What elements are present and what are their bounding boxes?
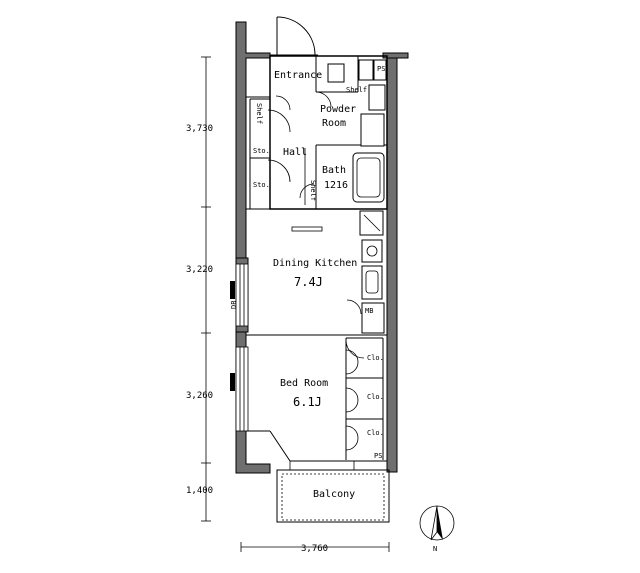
storage-labels: Sto. Sto. Clo. Clo. Clo. Shelf Shelf She… <box>230 65 385 460</box>
room-label-entrance: Entrance <box>274 70 322 81</box>
dimension-height-2: 3,220 <box>186 265 213 275</box>
compass-label: N <box>433 545 437 553</box>
label-ps-1: PS <box>377 65 385 73</box>
left-dimension-line: 3,730 3,220 3,260 1,400 <box>186 56 213 522</box>
label-clo-2: Clo. <box>367 393 384 401</box>
room-label-powder-2: Room <box>322 118 346 129</box>
label-db: DB <box>230 301 238 309</box>
room-area-dining-kitchen: 7.4J <box>294 275 323 289</box>
room-area-bed-room: 6.1J <box>293 395 322 409</box>
dimension-height-3: 3,260 <box>186 391 213 401</box>
label-clo-1: Clo. <box>367 354 384 362</box>
label-shelf-1: Shelf <box>346 86 367 94</box>
dimension-height-4: 1,400 <box>186 486 213 496</box>
label-sto-2: Sto. <box>253 181 270 189</box>
label-shelf-2: Shelf <box>309 180 317 201</box>
entrance-fixtures <box>275 59 387 147</box>
exterior-walls <box>235 21 409 474</box>
closet-doors[interactable] <box>345 339 365 451</box>
label-clo-3: Clo. <box>367 429 384 437</box>
label-ps-2: PS <box>374 452 382 460</box>
bath-fixture <box>352 152 385 203</box>
room-label-bath-size: 1216 <box>324 180 348 191</box>
compass-icon: N <box>419 505 455 553</box>
balcony <box>276 461 390 523</box>
bottom-dimension-line: 3,760 <box>240 542 390 554</box>
windows <box>230 264 245 431</box>
room-label-balcony: Balcony <box>313 489 355 500</box>
dimension-height-1: 3,730 <box>186 124 213 134</box>
room-labels: Entrance Powder Room Hall Bath 1216 Dini… <box>273 70 357 500</box>
hall-doors[interactable] <box>267 109 315 205</box>
room-label-dining-kitchen: Dining Kitchen <box>273 258 357 269</box>
label-shelf-3: Shelf <box>255 103 263 124</box>
room-label-hall: Hall <box>283 147 307 158</box>
room-label-bed-room: Bed Room <box>280 378 328 389</box>
label-mb: MB <box>365 307 373 315</box>
kitchen-fixtures <box>291 210 385 334</box>
room-label-bath: Bath <box>322 165 346 176</box>
room-label-powder-1: Powder <box>320 104 356 115</box>
entrance-door[interactable] <box>270 16 318 56</box>
dimension-width-total: 3,760 <box>301 544 328 554</box>
label-sto-1: Sto. <box>253 147 270 155</box>
